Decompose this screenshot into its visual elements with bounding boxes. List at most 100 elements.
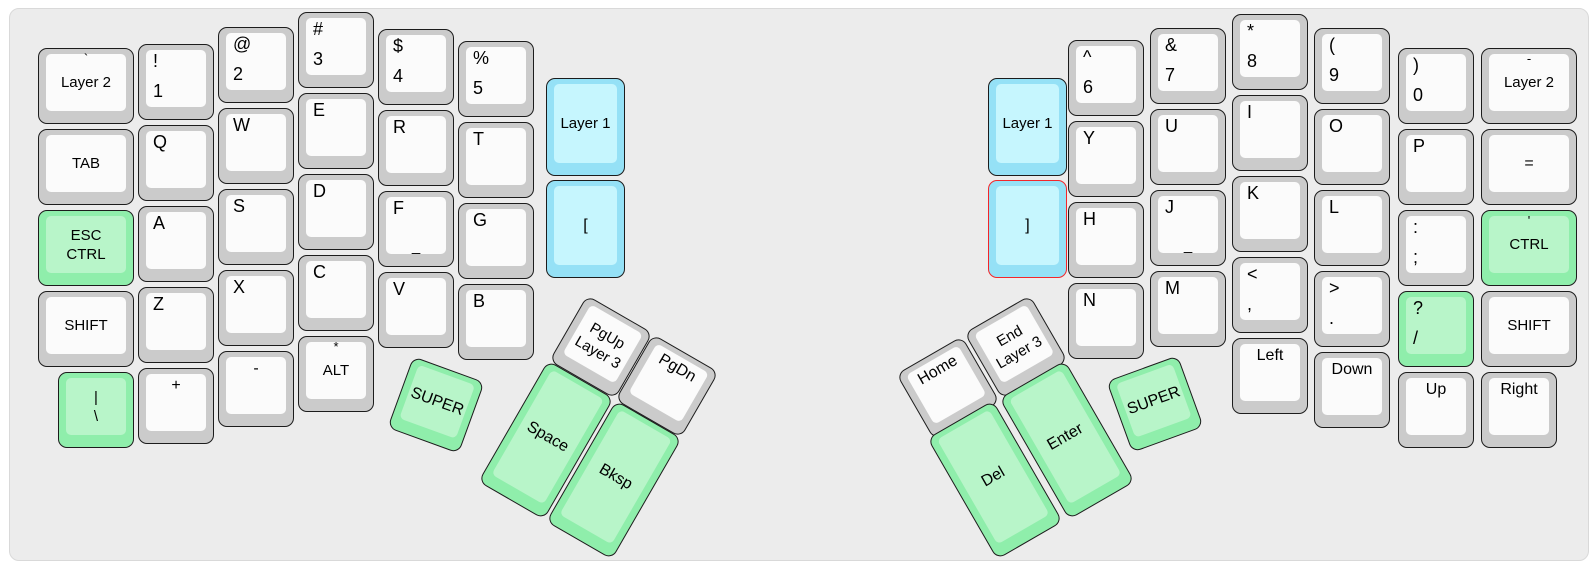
key-t[interactable]: T: [458, 122, 534, 198]
key-o-labels: O: [1329, 116, 1380, 171]
key-exclam-1-cap: !1: [146, 50, 206, 107]
key-d[interactable]: D: [298, 174, 374, 250]
key-minus-left[interactable]: -: [218, 351, 294, 427]
key-rbracket-cap: ]: [996, 186, 1059, 265]
key-layer1-right[interactable]: Layer 1: [988, 78, 1067, 176]
key-super-left[interactable]: SUPER: [387, 356, 485, 454]
key-tab-labels: TAB: [46, 135, 126, 192]
key-plus-cap: +: [146, 374, 206, 431]
key-arrow-right-label: Right: [1500, 381, 1538, 398]
key-arrow-down-cap: Down: [1322, 358, 1382, 415]
key-at-2-label-1: 2: [233, 64, 244, 84]
key-arrow-up-label: Up: [1425, 381, 1447, 398]
key-r[interactable]: R: [378, 110, 454, 186]
key-dash-layer2-cap: -Layer 2: [1489, 51, 1569, 111]
key-dollar-4[interactable]: $4: [378, 29, 454, 105]
key-rbracket[interactable]: ]: [988, 180, 1067, 278]
key-s[interactable]: S: [218, 189, 294, 265]
key-f-label-front: _: [411, 238, 421, 255]
key-pipe-backslash-cap: |\: [66, 378, 126, 435]
key-hash-3-label-1: 3: [313, 49, 324, 69]
key-at-2-labels: @2: [233, 34, 284, 89]
key-k-label-0: K: [1247, 183, 1260, 203]
key-percent-5[interactable]: %5: [458, 41, 534, 117]
key-lparen-9[interactable]: (9: [1314, 28, 1390, 104]
key-g[interactable]: G: [458, 203, 534, 279]
key-c-cap: C: [306, 261, 366, 318]
key-colon-semicolon-cap: :;: [1406, 216, 1466, 273]
key-arrow-left[interactable]: Left: [1232, 338, 1308, 414]
key-layer1-right-labels: Layer 1: [996, 84, 1059, 163]
key-amp-7[interactable]: &7: [1150, 28, 1226, 104]
key-lbracket[interactable]: [: [546, 180, 625, 278]
key-layer1-left[interactable]: Layer 1: [546, 78, 625, 176]
key-greaterthan-period[interactable]: >.: [1314, 271, 1390, 347]
key-hash-3[interactable]: #3: [298, 12, 374, 88]
key-p[interactable]: P: [1398, 129, 1474, 205]
key-e[interactable]: E: [298, 93, 374, 169]
key-at-2[interactable]: @2: [218, 27, 294, 103]
key-q[interactable]: Q: [138, 125, 214, 201]
key-q-label-0: Q: [153, 132, 168, 152]
key-h[interactable]: H: [1068, 202, 1144, 278]
key-z[interactable]: Z: [138, 287, 214, 363]
key-lbracket-cap: [: [554, 186, 617, 265]
key-star-alt-labels: ALT: [306, 342, 366, 399]
key-exclam-1[interactable]: !1: [138, 44, 214, 120]
key-colon-semicolon-label-1: ;: [1413, 247, 1419, 267]
key-l[interactable]: L: [1314, 190, 1390, 266]
key-dash-layer2-label-top: -: [1526, 51, 1532, 66]
key-g-labels: G: [473, 210, 524, 265]
key-shift-right[interactable]: SHIFT: [1481, 291, 1577, 367]
key-o[interactable]: O: [1314, 109, 1390, 185]
key-equals-label-0: =: [1524, 155, 1534, 172]
key-f-label-0: F: [393, 198, 404, 218]
key-j[interactable]: J_: [1150, 190, 1226, 266]
key-z-cap: Z: [146, 293, 206, 350]
key-f[interactable]: F_: [378, 191, 454, 267]
key-k[interactable]: K: [1232, 176, 1308, 252]
key-question-slash[interactable]: ?/: [1398, 291, 1474, 367]
key-y[interactable]: Y: [1068, 121, 1144, 197]
key-arrow-down[interactable]: Down: [1314, 352, 1390, 428]
key-asterisk-8[interactable]: *8: [1232, 14, 1308, 90]
key-b[interactable]: B: [458, 284, 534, 360]
key-quote-ctrl[interactable]: 'CTRL: [1481, 210, 1577, 286]
key-equals[interactable]: =: [1481, 129, 1577, 205]
key-arrow-right[interactable]: Right: [1481, 372, 1557, 448]
key-caret-6[interactable]: ^6: [1068, 40, 1144, 116]
key-u[interactable]: U: [1150, 109, 1226, 185]
key-i[interactable]: I: [1232, 95, 1308, 171]
key-w[interactable]: W: [218, 108, 294, 184]
key-rparen-0[interactable]: )0: [1398, 48, 1474, 124]
key-star-alt[interactable]: *ALT: [298, 336, 374, 412]
key-u-labels: U: [1165, 116, 1216, 171]
key-plus[interactable]: +: [138, 368, 214, 444]
key-n-cap: N: [1076, 289, 1136, 346]
key-shift-left[interactable]: SHIFT: [38, 291, 134, 367]
key-c[interactable]: C: [298, 255, 374, 331]
key-x[interactable]: X: [218, 270, 294, 346]
key-arrow-up[interactable]: Up: [1398, 372, 1474, 448]
key-colon-semicolon[interactable]: :;: [1398, 210, 1474, 286]
key-dash-layer2[interactable]: -Layer 2: [1481, 48, 1577, 124]
key-amp-7-label-1: 7: [1165, 65, 1176, 85]
key-v-cap: V: [386, 278, 446, 335]
key-percent-5-label-1: 5: [473, 78, 484, 98]
key-a[interactable]: A: [138, 206, 214, 282]
key-n[interactable]: N: [1068, 283, 1144, 359]
key-pipe-backslash[interactable]: |\: [58, 372, 134, 448]
key-lessthan-comma[interactable]: <,: [1232, 257, 1308, 333]
key-grave-layer2[interactable]: `Layer 2: [38, 48, 134, 124]
key-j-label-0: J: [1165, 197, 1174, 217]
key-v[interactable]: V: [378, 272, 454, 348]
key-i-cap: I: [1240, 101, 1300, 158]
key-b-labels: B: [473, 291, 524, 346]
key-super-right[interactable]: SUPER: [1106, 355, 1204, 453]
key-lbracket-labels: [: [554, 186, 617, 265]
key-m[interactable]: M: [1150, 271, 1226, 347]
key-dash-layer2-labels: Layer 2: [1489, 54, 1569, 111]
key-tab[interactable]: TAB: [38, 129, 134, 205]
key-lparen-9-label-1: 9: [1329, 65, 1340, 85]
